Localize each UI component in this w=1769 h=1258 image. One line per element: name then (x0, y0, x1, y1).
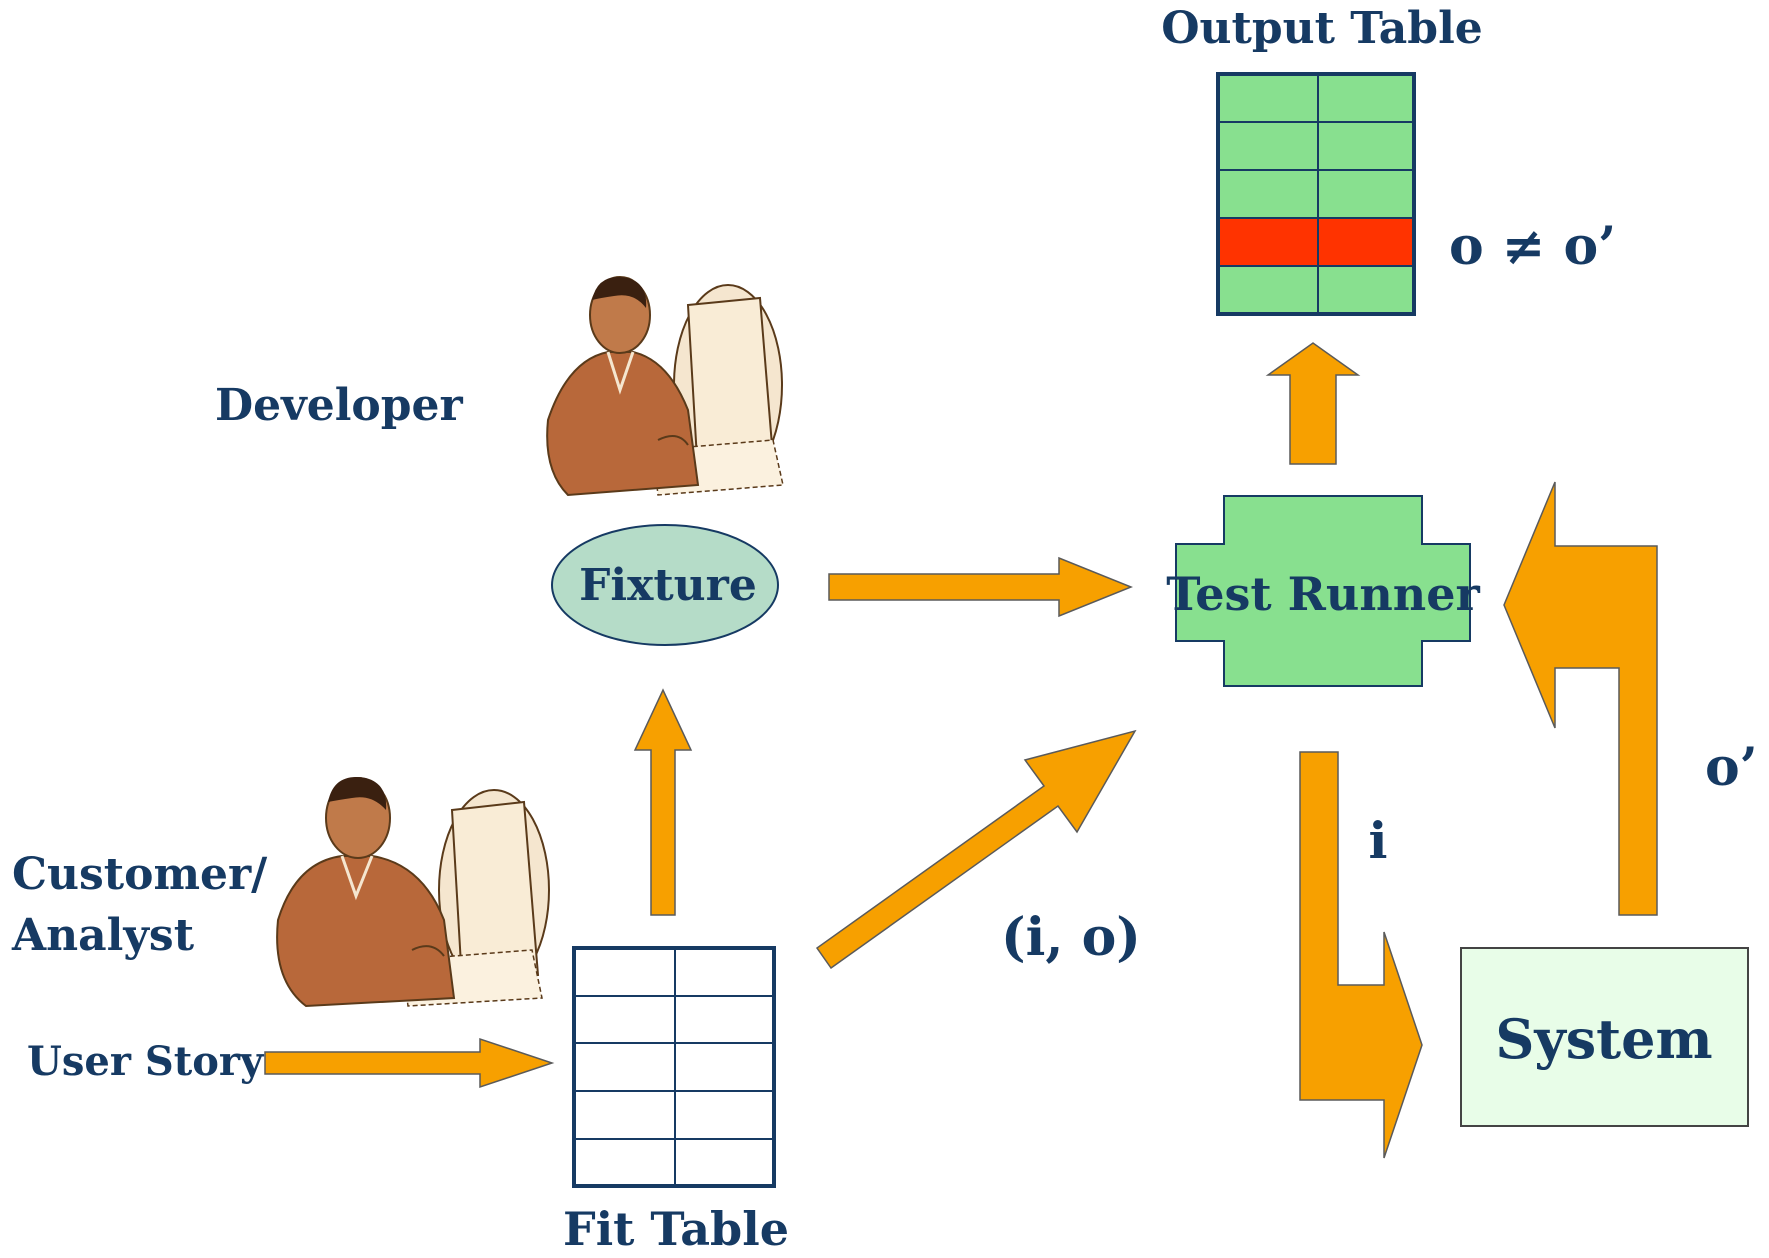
input-label: i (1369, 811, 1388, 870)
fixture-node (551, 524, 779, 646)
io-label: (i, o) (1001, 907, 1141, 968)
test-runner-node (1175, 495, 1471, 687)
system-node (1460, 947, 1749, 1127)
developer-label: Developer (215, 380, 464, 431)
system-label: System (1495, 1007, 1712, 1071)
fixture-label: Fixture (579, 560, 757, 611)
output-table (1216, 72, 1416, 316)
arrow-fittable-to-runner (815, 729, 1137, 970)
test-runner-label: Test Runner (1166, 567, 1480, 621)
fit-table (572, 946, 776, 1188)
arrow-runner-to-system (1299, 751, 1423, 1159)
customer-icon (276, 777, 550, 1008)
customer-label-line2: Analyst (11, 910, 195, 961)
output-table-failed-row (1220, 218, 1412, 266)
output-table-title: Output Table (1161, 3, 1483, 54)
arrow-fixture-to-runner (828, 556, 1134, 618)
arrow-fittable-to-fixture (633, 688, 693, 916)
developer-icon (546, 276, 784, 497)
user-story-label: User Story (27, 1038, 265, 1085)
customer-label-line1: Customer/ (12, 849, 268, 900)
mismatch-label: o ≠ o’ (1449, 216, 1616, 277)
output-table-body (1216, 72, 1416, 316)
output-prime-label: o’ (1705, 737, 1758, 798)
arrow-userstory-to-fittable (264, 1037, 555, 1089)
fit-table-title: Fit Table (563, 1202, 789, 1256)
arrow-runner-to-output (1265, 342, 1361, 465)
arrow-system-to-runner (1503, 481, 1658, 916)
